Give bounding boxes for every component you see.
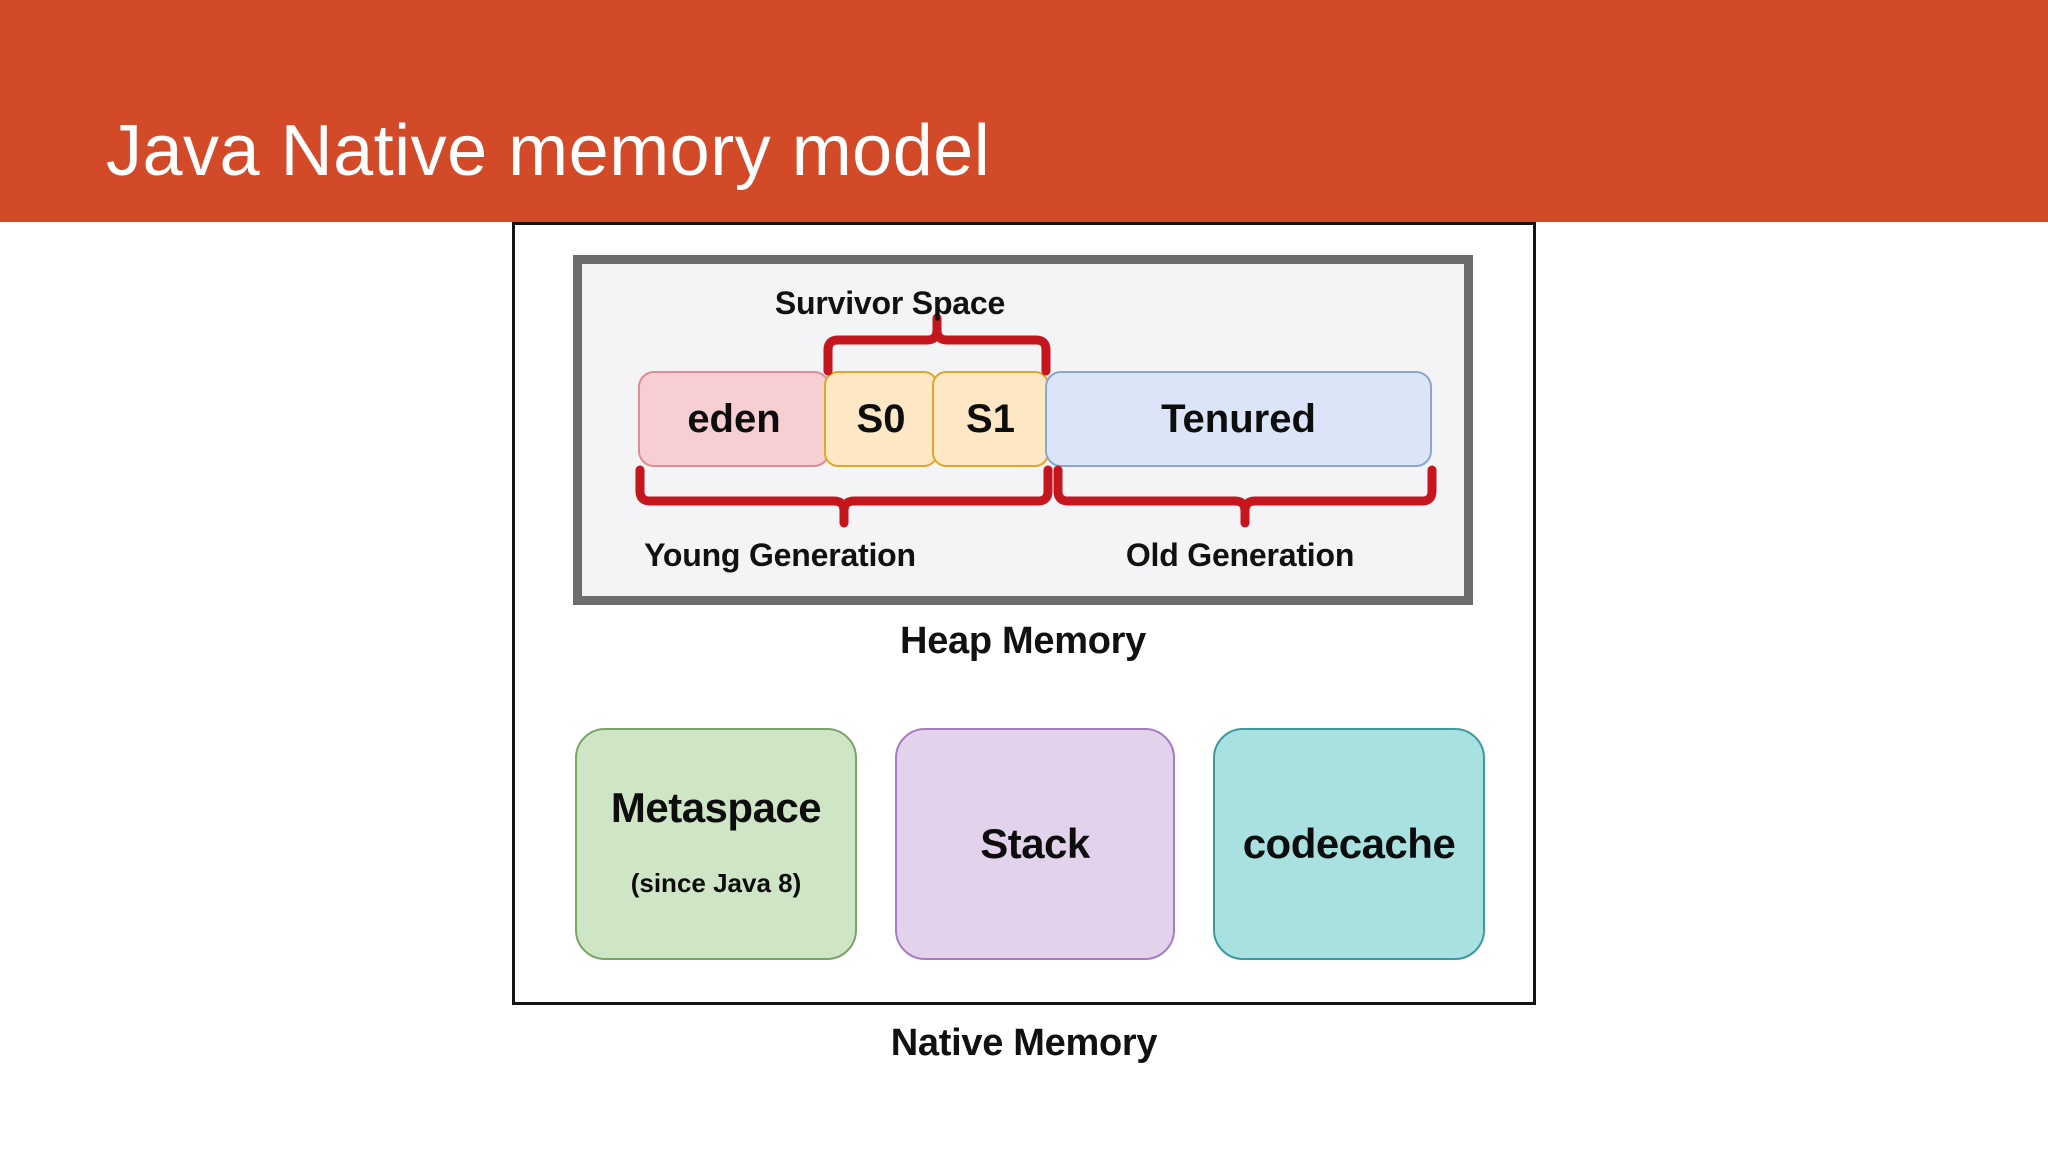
label-survivor-space: Survivor Space bbox=[774, 285, 1006, 321]
native-block-stack: Stack bbox=[895, 728, 1175, 960]
native-block-metaspace: Metaspace (since Java 8) bbox=[575, 728, 857, 960]
heap-block-s1: S1 bbox=[932, 371, 1049, 467]
native-block-metaspace-title: Metaspace bbox=[610, 783, 822, 831]
native-block-stack-title: Stack bbox=[980, 820, 1090, 867]
heap-block-tenured: Tenured bbox=[1045, 371, 1432, 467]
heap-block-s0: S0 bbox=[824, 371, 938, 467]
native-block-codecache: codecache bbox=[1213, 728, 1485, 960]
slide-header-band bbox=[0, 0, 2048, 222]
label-old-generation: Old Generation bbox=[1125, 537, 1355, 573]
native-memory-caption: Native Memory bbox=[890, 1022, 1158, 1064]
label-young-generation: Young Generation bbox=[644, 537, 916, 573]
heap-memory-caption: Heap Memory bbox=[900, 620, 1146, 662]
native-block-metaspace-subtitle: (since Java 8) bbox=[630, 867, 802, 898]
heap-block-eden: eden bbox=[638, 371, 830, 467]
native-block-codecache-title: codecache bbox=[1242, 820, 1456, 867]
page-title: Java Native memory model bbox=[106, 111, 991, 191]
